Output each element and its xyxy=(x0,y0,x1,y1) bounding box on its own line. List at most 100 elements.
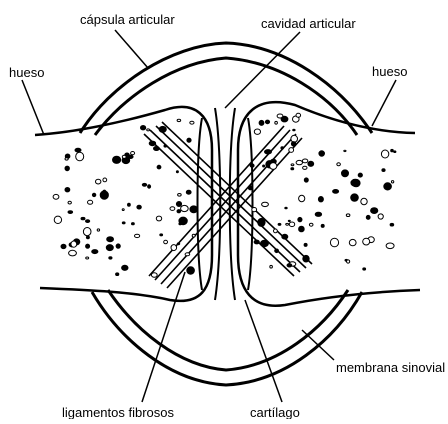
bone-speckle xyxy=(176,202,181,207)
bone-speckle xyxy=(337,163,341,166)
bone-speckle xyxy=(71,241,77,247)
bone-speckle xyxy=(103,178,107,182)
bone-speckle xyxy=(262,202,269,206)
bone-speckle xyxy=(186,190,191,194)
bone-speckle xyxy=(96,179,101,184)
bone-speckle xyxy=(53,194,59,199)
bone-speckle xyxy=(68,211,73,214)
bone-speckle xyxy=(265,120,269,124)
bone-speckle xyxy=(286,223,289,225)
bone-speckle xyxy=(275,121,278,124)
bone-speckle xyxy=(254,129,260,134)
bone-speckle xyxy=(86,220,90,223)
bone-speckle xyxy=(347,260,350,263)
bone-speckle xyxy=(113,156,121,163)
bone-speckle xyxy=(275,249,279,253)
bone-speckle xyxy=(147,129,150,131)
bone-speckle xyxy=(164,145,167,147)
label-cavidad-articular: cavidad articular xyxy=(261,16,356,31)
bone-speckle xyxy=(177,243,179,245)
bone-speckle xyxy=(148,185,151,188)
joint-capsule xyxy=(80,43,372,385)
bone-speckle xyxy=(142,183,146,186)
bone-speckle xyxy=(107,237,114,242)
bone-speckle xyxy=(278,223,281,225)
bone-speckle xyxy=(159,126,166,132)
bone-speckle xyxy=(330,238,338,247)
bone-speckle xyxy=(363,268,366,270)
bone-speckle xyxy=(315,212,321,216)
bone-speckle xyxy=(318,197,323,202)
bone-speckle xyxy=(100,191,108,199)
bone-speckle xyxy=(75,148,81,152)
bone-speckle xyxy=(296,113,301,117)
bone-left xyxy=(35,107,212,301)
bone-speckle xyxy=(137,205,141,209)
bone-speckle xyxy=(299,195,305,201)
bone-speckle xyxy=(122,265,128,270)
bone-speckle xyxy=(157,165,161,169)
bone-speckle xyxy=(274,229,278,233)
bone-speckle xyxy=(181,205,189,211)
bone-speckle xyxy=(128,155,133,158)
bone-speckle xyxy=(69,250,77,256)
bone-speckle xyxy=(177,119,181,121)
bone-speckle xyxy=(391,149,394,151)
bone-speckle xyxy=(308,161,314,166)
bone-speckle xyxy=(92,250,98,254)
bone-speckle xyxy=(288,220,290,221)
bone-speckle xyxy=(303,255,309,262)
bone-speckle xyxy=(282,234,288,239)
bone-speckle xyxy=(351,179,359,186)
bone-speckle xyxy=(86,236,89,239)
bone-speckle xyxy=(270,265,273,268)
bone-speckle xyxy=(304,243,307,246)
bone-speckle xyxy=(61,244,66,248)
bone-speckle xyxy=(351,194,359,201)
bone-speckle xyxy=(289,222,294,227)
bone-speckle xyxy=(65,166,69,171)
bone-speckle xyxy=(378,214,383,219)
bone-speckle xyxy=(390,223,394,226)
bone-speckle xyxy=(151,273,157,278)
bone-speckle xyxy=(384,183,392,190)
bone-speckle xyxy=(363,238,370,245)
bone-speckle xyxy=(391,181,393,183)
bone-speckle xyxy=(190,206,198,213)
label-membrana-sinovial: membrana sinovial xyxy=(336,360,445,375)
bone-speckle xyxy=(86,257,89,259)
cartilage xyxy=(198,108,253,300)
bone-speckle xyxy=(281,147,284,149)
leader-lines xyxy=(22,30,396,402)
bone-speckle xyxy=(358,173,362,177)
bone-speckle xyxy=(321,224,324,227)
bone-speckle xyxy=(258,218,265,226)
bone-speckle xyxy=(135,234,140,237)
bone-speckle xyxy=(160,234,163,236)
bone-speckle xyxy=(176,171,178,173)
bone-speckle xyxy=(106,245,113,251)
bone-speckle xyxy=(81,217,85,219)
bone-speckle xyxy=(54,216,61,223)
bone-speckle xyxy=(131,152,135,155)
bone-speckle xyxy=(319,151,325,156)
fibrous-ligaments xyxy=(144,122,312,288)
bone-speckle xyxy=(248,186,252,190)
bone-speckle xyxy=(285,207,287,209)
bone-speckle xyxy=(116,273,119,276)
bone-speckle xyxy=(109,257,112,259)
bone-speckle xyxy=(192,234,195,237)
bone-speckle xyxy=(346,214,350,217)
label-ligamentos-fibrosos: ligamentos fibrosos xyxy=(62,405,174,419)
bone-speckle xyxy=(83,228,91,236)
bone-speckle xyxy=(65,188,70,192)
bone-speckle xyxy=(164,240,168,243)
bone-speckle xyxy=(304,178,308,182)
bone-speckle xyxy=(179,223,182,225)
bone-speckle xyxy=(291,142,295,146)
bone-speckle xyxy=(76,152,84,161)
bone-speckle xyxy=(88,200,93,204)
bone-speckle xyxy=(178,194,182,197)
